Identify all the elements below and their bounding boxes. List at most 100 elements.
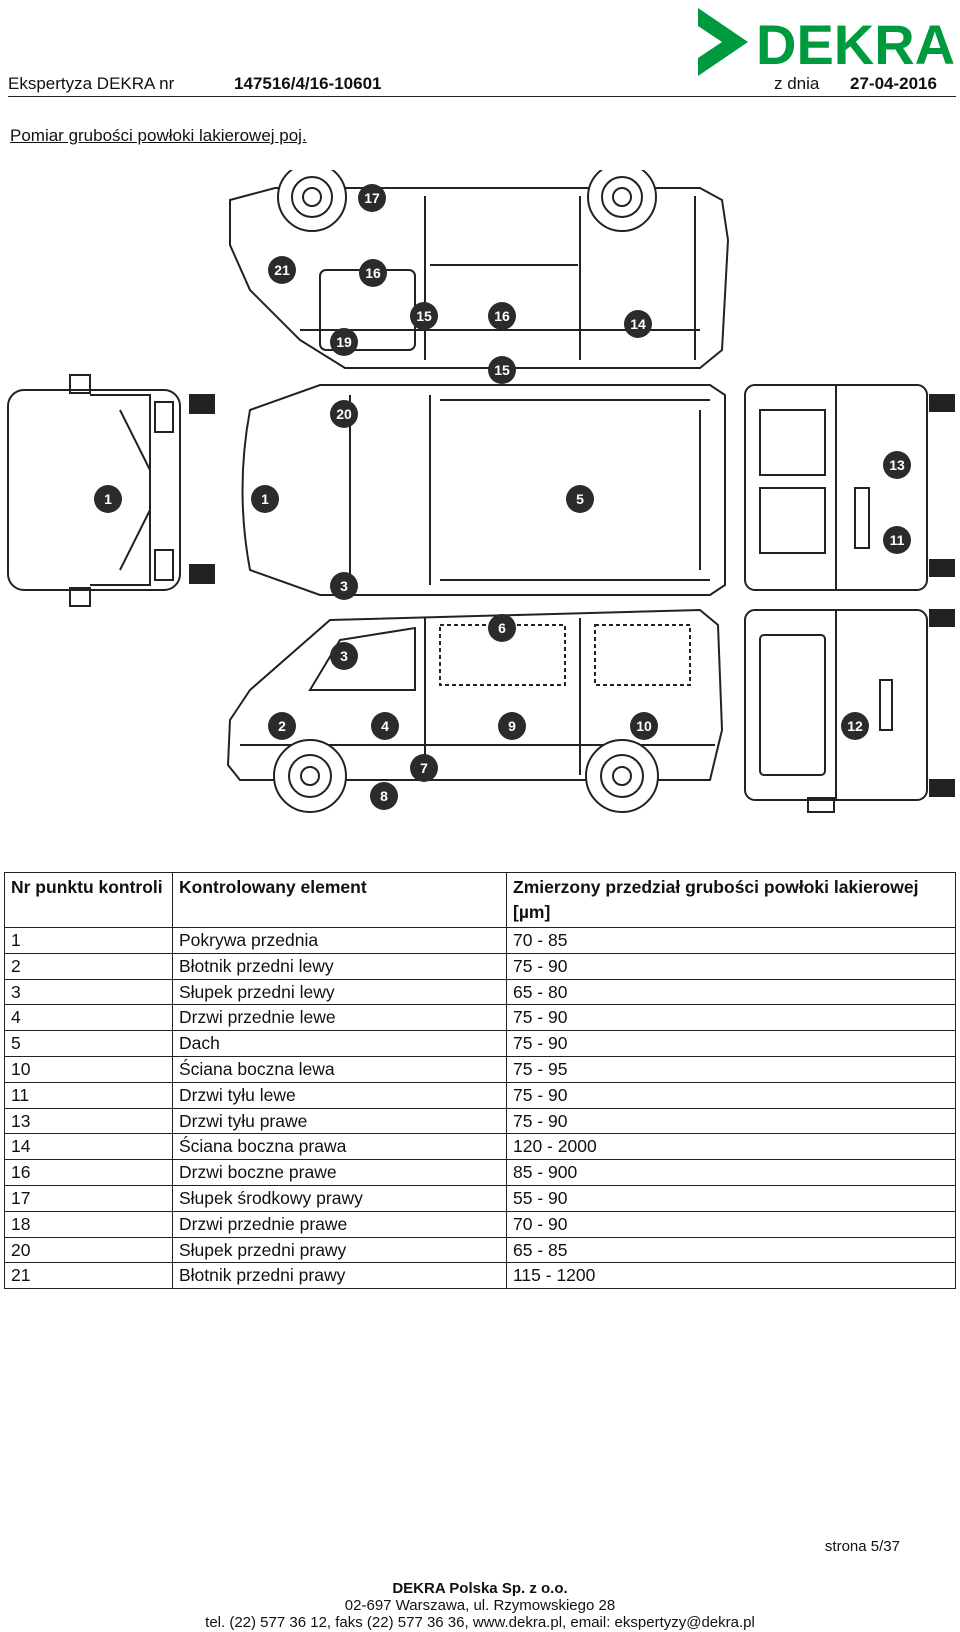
cell-range: 75 - 90 <box>506 1030 956 1057</box>
marker-7: 7 <box>410 754 438 782</box>
cell-element: Drzwi tyłu lewe <box>172 1081 507 1109</box>
cell-point: 3 <box>4 978 173 1006</box>
column-header-point: Nr punktu kontroli <box>4 872 173 928</box>
cell-element: Ściana boczna prawa <box>172 1133 507 1161</box>
marker-1-front: 1 <box>94 485 122 513</box>
cell-element: Dach <box>172 1030 507 1057</box>
marker-16: 16 <box>488 302 516 330</box>
svg-text:1: 1 <box>261 491 269 507</box>
column-header-range: Zmierzony przedział grubości powłoki lak… <box>506 872 956 928</box>
page-value: 5/37 <box>870 1538 900 1555</box>
svg-text:15: 15 <box>416 308 432 324</box>
cell-range: 115 - 1200 <box>506 1262 956 1290</box>
marker-18: 16 <box>359 259 387 287</box>
marker-11: 11 <box>883 526 911 554</box>
cell-range: 55 - 90 <box>506 1184 956 1212</box>
marker-4: 4 <box>371 712 399 740</box>
svg-text:5: 5 <box>576 491 584 507</box>
cell-element: Drzwi boczne prawe <box>172 1159 507 1186</box>
svg-text:15: 15 <box>494 362 510 378</box>
cell-element: Drzwi przednie lewe <box>172 1004 507 1032</box>
page-footer: DEKRA Polska Sp. z o.o. 02-697 Warszawa,… <box>0 1580 960 1631</box>
cell-element: Drzwi tyłu prawe <box>172 1107 507 1135</box>
footer-contact: tel. (22) 577 36 12, faks (22) 577 36 36… <box>205 1614 755 1631</box>
svg-text:19: 19 <box>336 334 352 350</box>
svg-text:12: 12 <box>847 718 863 734</box>
marker-2: 2 <box>268 712 296 740</box>
van-rear-open-view <box>744 609 955 813</box>
van-right-side-view <box>229 170 730 369</box>
cell-range: 75 - 90 <box>506 1081 956 1109</box>
report-number: 147516/4/16-10601 <box>234 74 382 93</box>
cell-range: 70 - 85 <box>506 927 956 954</box>
cell-range: 75 - 95 <box>506 1055 956 1083</box>
marker-19: 17 <box>358 184 386 212</box>
svg-text:3: 3 <box>340 648 348 664</box>
svg-text:13: 13 <box>889 457 905 473</box>
marker-20-roof: 20 <box>330 400 358 428</box>
table-header-row: Nr punktu kontroli Kontrolowany element … <box>4 872 956 928</box>
cell-point: 2 <box>4 952 173 980</box>
cell-element: Błotnik przedni lewy <box>172 952 507 980</box>
svg-text:2: 2 <box>278 718 286 734</box>
cell-element: Słupek przedni prawy <box>172 1236 507 1264</box>
report-label: Ekspertyza DEKRA nr <box>8 74 175 93</box>
cell-point: 4 <box>4 1004 173 1032</box>
marker-15: 15 <box>488 356 516 384</box>
svg-text:1: 1 <box>104 491 112 507</box>
cell-range: 70 - 90 <box>506 1210 956 1238</box>
marker-12: 12 <box>841 712 869 740</box>
footer-company: DEKRA Polska Sp. z o.o. <box>392 1580 568 1597</box>
marker-3-roof: 3 <box>330 572 358 600</box>
svg-text:4: 4 <box>381 718 389 734</box>
van-rear-view <box>744 384 955 591</box>
van-roof-view <box>241 384 726 596</box>
logo-text: DEKRA <box>756 13 955 76</box>
marker-13: 13 <box>883 451 911 479</box>
cell-element: Słupek środkowy prawy <box>172 1184 507 1212</box>
cell-point: 13 <box>4 1107 173 1135</box>
vehicle-diagram: 17 21 16 15 16 14 19 15 1 20 1 5 3 13 11… <box>0 170 960 850</box>
svg-text:21: 21 <box>274 262 290 278</box>
marker-8: 8 <box>370 782 398 810</box>
cell-element: Słupek przedni lewy <box>172 978 507 1006</box>
dekra-logo: DEKRA <box>696 6 956 80</box>
marker-10: 10 <box>630 712 658 740</box>
cell-point: 14 <box>4 1133 173 1161</box>
svg-text:6: 6 <box>498 620 506 636</box>
svg-text:8: 8 <box>380 788 388 804</box>
section-title: Pomiar grubości powłoki lakierowej poj. <box>10 126 307 145</box>
cell-range: 75 - 90 <box>506 1107 956 1135</box>
measurement-table: Nr punktu kontroli Kontrolowany element … <box>4 872 956 1290</box>
marker-6: 6 <box>488 614 516 642</box>
cell-range: 85 - 900 <box>506 1159 956 1186</box>
cell-range: 120 - 2000 <box>506 1133 956 1161</box>
page-number: strona 5/37 <box>825 1538 900 1555</box>
cell-point: 21 <box>4 1262 173 1290</box>
svg-text:16: 16 <box>365 265 381 281</box>
page-label: strona <box>824 1538 867 1555</box>
svg-text:3: 3 <box>340 578 348 594</box>
cell-range: 65 - 80 <box>506 978 956 1006</box>
cell-range: 65 - 85 <box>506 1236 956 1264</box>
svg-text:16: 16 <box>494 308 510 324</box>
svg-text:14: 14 <box>630 316 646 332</box>
cell-element: Błotnik przedni prawy <box>172 1262 507 1290</box>
svg-text:17: 17 <box>364 190 380 206</box>
cell-point: 10 <box>4 1055 173 1083</box>
marker-20: 19 <box>330 328 358 356</box>
column-header-element: Kontrolowany element <box>172 872 507 928</box>
van-front-view <box>7 374 215 607</box>
cell-range: 75 - 90 <box>506 1004 956 1032</box>
